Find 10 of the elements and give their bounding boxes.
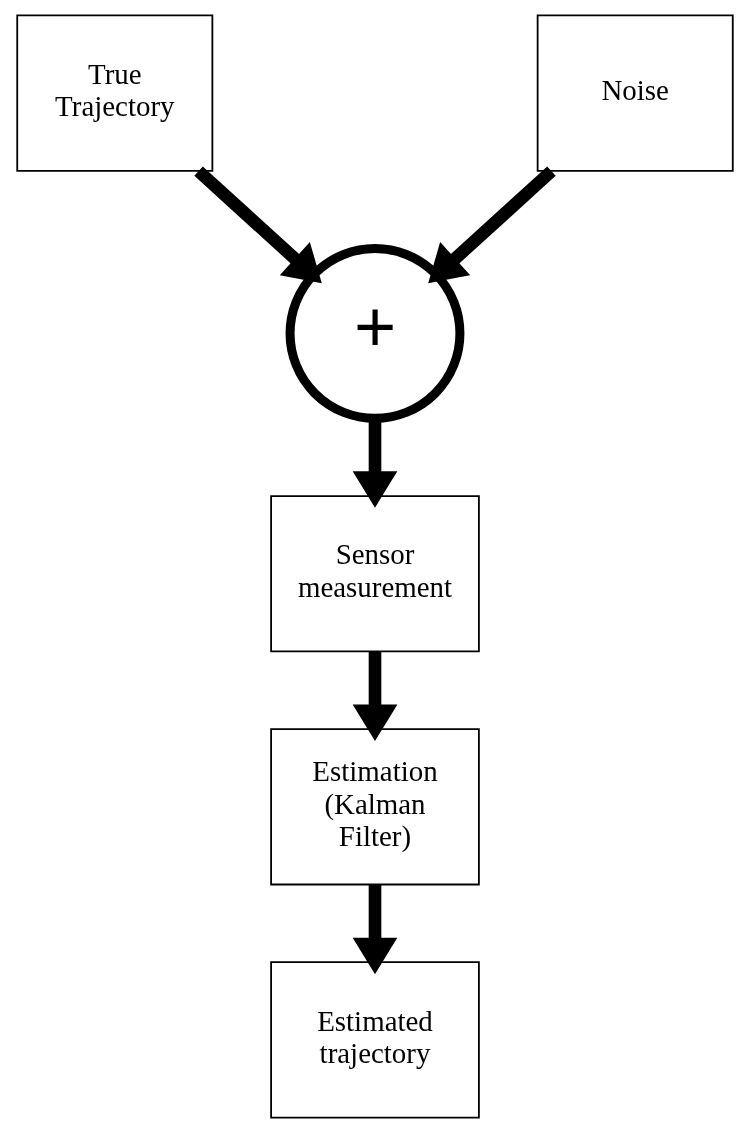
arrow	[352, 885, 398, 975]
arrow	[352, 651, 398, 742]
arrow	[428, 166, 556, 284]
node-box: Noise	[536, 14, 734, 172]
arrow	[194, 166, 322, 284]
node-circle: +	[285, 243, 465, 423]
node-box: Sensor measurement	[270, 495, 480, 653]
node-box: Estimation (Kalman Filter)	[270, 728, 480, 886]
node-box: True Trajectory	[16, 14, 214, 172]
node-box: Estimated trajectory	[270, 961, 480, 1119]
